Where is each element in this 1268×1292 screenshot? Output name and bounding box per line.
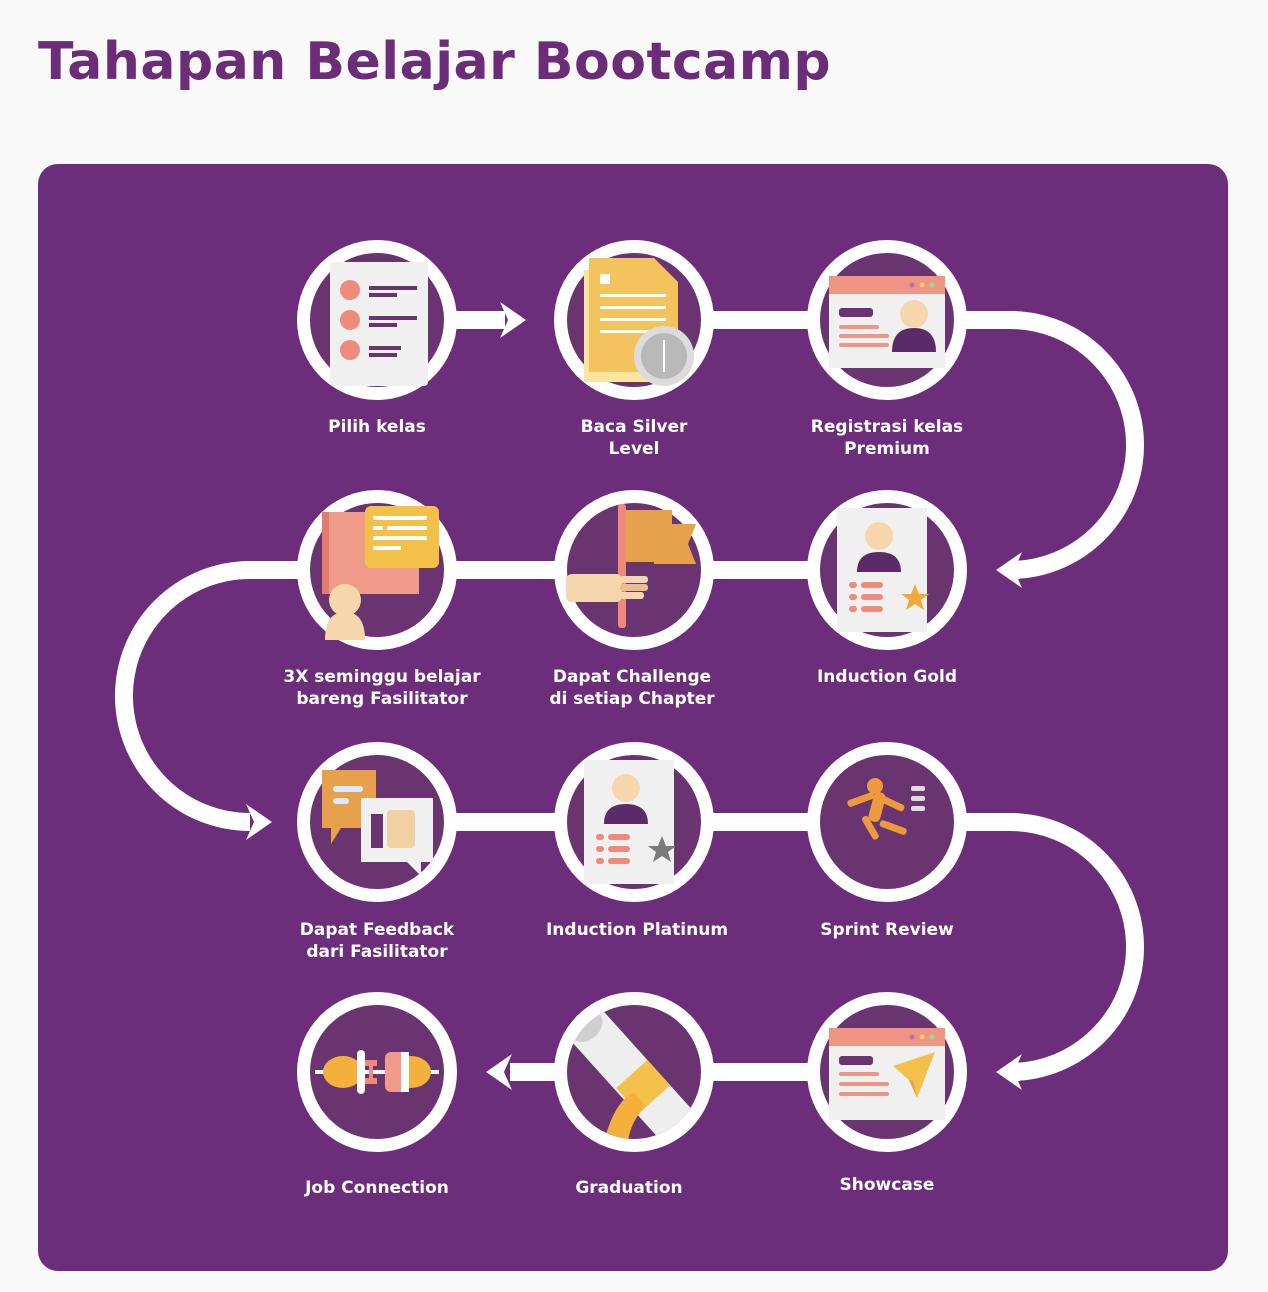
arrowheads bbox=[246, 302, 1022, 1090]
checklist-icon bbox=[330, 262, 428, 386]
book-chat-person-icon bbox=[322, 506, 439, 640]
step-label-graduation: Graduation bbox=[575, 1178, 683, 1198]
step-label-showcase: Showcase bbox=[839, 1175, 935, 1195]
step-label-3x-seminggu: 3X seminggu belajar bareng Fasilitator bbox=[283, 667, 481, 709]
step-label-dapat-challenge: Dapat Challenge di setiap Chapter bbox=[549, 667, 715, 709]
step-label-pilih-kelas: Pilih kelas bbox=[328, 417, 426, 437]
flow-connectors bbox=[115, 311, 1144, 1081]
arrow-left-icon bbox=[996, 1054, 1022, 1090]
running-person-icon bbox=[847, 778, 925, 840]
step-label-sprint-review: Sprint Review bbox=[820, 920, 954, 940]
step-label-job-connection: Job Connection bbox=[305, 1178, 449, 1198]
step-label-induction-platinum: Induction Platinum bbox=[545, 920, 729, 940]
step-label-baca-silver-level: Baca Silver Level bbox=[580, 417, 688, 459]
step-circles bbox=[297, 240, 967, 1152]
document-silver-badge-icon bbox=[584, 258, 694, 386]
browser-profile-icon bbox=[829, 276, 945, 368]
step-label-dapat-feedback: Dapat Feedback dari Fasilitator bbox=[299, 920, 455, 962]
profile-card-platinum-star-icon bbox=[584, 760, 676, 884]
arrow-left-icon bbox=[996, 552, 1022, 588]
arrow-left-icon bbox=[486, 1054, 512, 1090]
profile-card-gold-star-icon bbox=[837, 508, 929, 632]
chat-thumbs-up-icon bbox=[322, 770, 433, 876]
page-title: Tahapan Belajar Bootcamp bbox=[38, 32, 832, 92]
hand-flag-icon bbox=[566, 504, 696, 628]
step-label-registrasi-premium: Registrasi kelas Premium bbox=[810, 417, 964, 459]
plug-connection-icon bbox=[315, 1050, 439, 1094]
step-label-induction-gold: Induction Gold bbox=[816, 667, 958, 687]
arrow-right-icon bbox=[500, 302, 526, 338]
arrow-right-icon bbox=[246, 804, 272, 840]
browser-paper-plane-icon bbox=[829, 1028, 945, 1120]
